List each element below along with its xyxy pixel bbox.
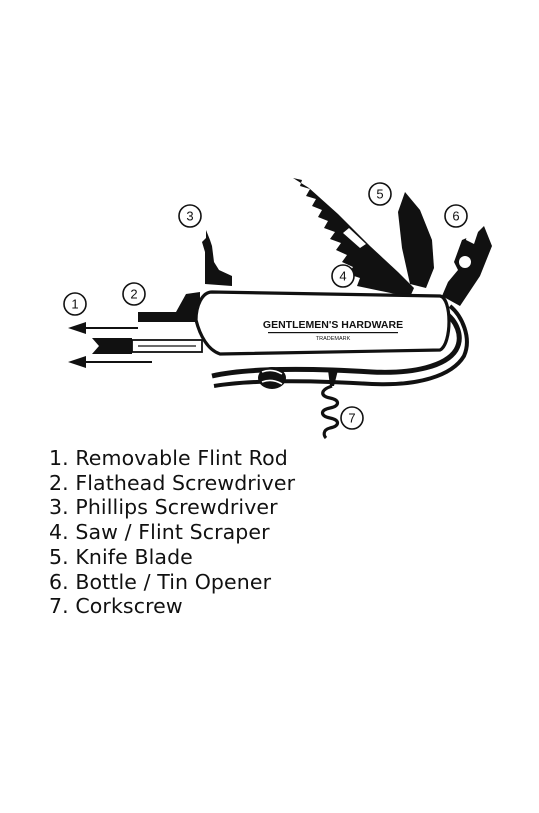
callout-5: 5 (368, 182, 392, 206)
brand-logo-text: GENTLEMEN'S HARDWARE (263, 319, 403, 331)
lanyard (211, 304, 469, 389)
legend-item-knife-blade: 5. Knife Blade (49, 544, 193, 569)
legend-item-flint-rod: 1. Removable Flint Rod (49, 446, 288, 470)
legend-item-phillips-screwdriver: 3. Phillips Screwdriver (49, 495, 278, 520)
callout-2: 2 (122, 282, 146, 306)
parts-legend: 1. Removable Flint Rod 2. Flathead Screw… (49, 446, 295, 619)
callout-6: 6 (444, 204, 468, 228)
phillips-screwdriver (202, 230, 232, 286)
callout-4: 4 (331, 264, 355, 288)
svg-text:2: 2 (130, 287, 137, 302)
legend-item-bottle-opener: 6. Bottle / Tin Opener (49, 569, 272, 594)
legend-item-flathead-screwdriver: 2. Flathead Screwdriver (49, 470, 296, 495)
legend-item-saw: 4. Saw / Flint Scraper (49, 520, 270, 545)
brand-logo-subtitle: TRADEMARK (316, 336, 351, 342)
bottle-opener (442, 226, 492, 306)
saw-blade (293, 178, 414, 297)
legend-item-corkscrew: 7. Corkscrew (49, 594, 183, 619)
svg-text:3: 3 (186, 209, 193, 224)
callout-3: 3 (178, 204, 202, 228)
arrow-lower (68, 356, 152, 368)
callout-1: 1 (63, 292, 87, 316)
corkscrew (320, 370, 340, 440)
svg-text:1: 1 (71, 297, 78, 312)
svg-text:5: 5 (376, 187, 383, 202)
tool-handle: GENTLEMEN'S HARDWARE TRADEMARK (194, 290, 451, 356)
brand-logo-underline (268, 332, 398, 334)
arrow-upper (68, 322, 138, 334)
flint-rod (92, 338, 203, 354)
flathead-screwdriver (138, 292, 206, 322)
callout-7: 7 (340, 406, 364, 430)
svg-text:6: 6 (452, 209, 459, 224)
svg-text:4: 4 (339, 269, 346, 284)
knife-blade (398, 192, 434, 288)
svg-text:7: 7 (348, 411, 355, 426)
